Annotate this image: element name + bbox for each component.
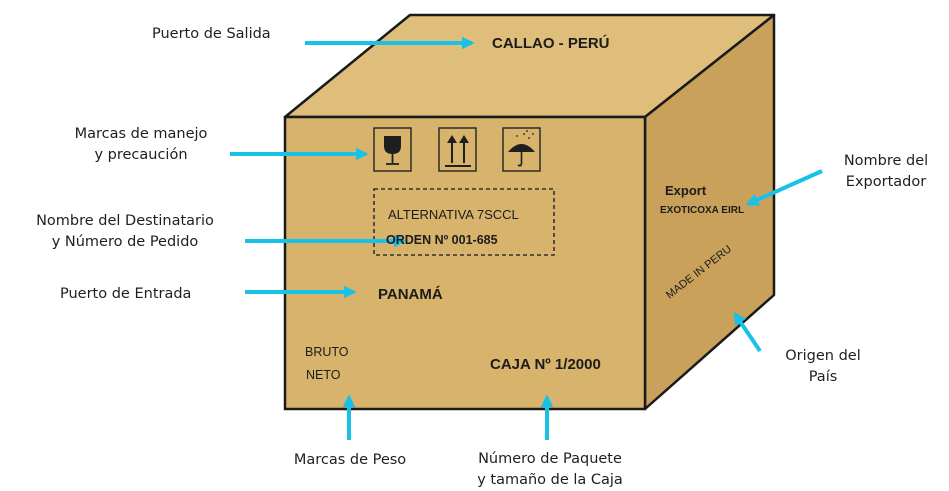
label-origen-pais-line1: Origen del xyxy=(785,348,861,364)
label-numero-paquete: Número de Paquete y tamaño de la Caja xyxy=(455,449,645,491)
fragile-glass-icon xyxy=(373,127,412,172)
label-nombre-exportador: Nombre del Exportador xyxy=(830,151,942,193)
label-marcas-manejo: Marcas de manejo y precaución xyxy=(56,124,226,166)
consignee-frame xyxy=(373,188,555,256)
arrow-origen-pais xyxy=(733,311,762,353)
label-numero-paquete-line1: Número de Paquete xyxy=(478,451,622,467)
label-puerto-entrada: Puerto de Entrada xyxy=(60,284,191,305)
exporter-title-text: Export xyxy=(665,183,707,198)
label-destinatario: Nombre del Destinatario y Número de Pedi… xyxy=(10,211,240,253)
this-way-up-arrows-icon xyxy=(438,127,477,172)
label-puerto-salida-text: Puerto de Salida xyxy=(152,26,271,42)
label-marcas-peso-text: Marcas de Peso xyxy=(293,452,407,468)
label-origen-pais: Origen del País xyxy=(758,346,888,388)
label-marcas-manejo-line1: Marcas de manejo xyxy=(74,126,208,142)
label-numero-paquete-line2: y tamaño de la Caja xyxy=(477,472,623,488)
port-of-departure-text: CALLAO - PERÚ xyxy=(492,35,610,52)
label-nombre-exportador-line2: Exportador xyxy=(845,174,927,190)
label-destinatario-line1: Nombre del Destinatario xyxy=(36,213,214,229)
label-marcas-manejo-line2: y precaución xyxy=(94,147,188,163)
label-puerto-entrada-text: Puerto de Entrada xyxy=(60,286,192,302)
port-of-entry-text: PANAMÁ xyxy=(378,286,443,303)
label-destinatario-line2: y Número de Pedido xyxy=(51,234,199,250)
consignee-line-2: ORDEN Nº 001-685 xyxy=(386,233,498,247)
label-origen-pais-line2: País xyxy=(808,369,838,385)
net-weight-text: NETO xyxy=(306,368,341,382)
label-nombre-exportador-line1: Nombre del xyxy=(843,153,929,169)
exporter-name-text: EXOTICOXA EIRL xyxy=(660,205,745,216)
label-marcas-peso: Marcas de Peso xyxy=(270,450,430,471)
package-number-text: CAJA Nº 1/2000 xyxy=(490,356,601,373)
arrow-exportador xyxy=(745,169,823,206)
label-puerto-salida: Puerto de Salida xyxy=(152,24,271,45)
keep-dry-umbrella-icon xyxy=(502,127,541,172)
consignee-line-1: ALTERNATIVA 7SCCL xyxy=(388,207,519,222)
gross-weight-text: BRUTO xyxy=(305,345,349,359)
